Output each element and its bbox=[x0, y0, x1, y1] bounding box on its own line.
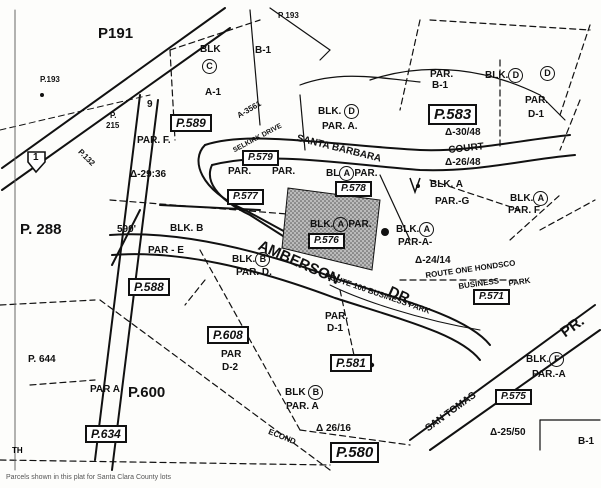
par-f-left: PAR. F. bbox=[137, 135, 171, 146]
par-d1b: D-1 bbox=[528, 109, 545, 120]
parcel-p581[interactable]: P.581 bbox=[330, 354, 372, 372]
caption: Parcels shown in this plat for Santa Cla… bbox=[6, 474, 171, 481]
parcel-p644: P. 644 bbox=[28, 354, 56, 365]
page-number: TH bbox=[12, 446, 23, 455]
parcel-p193-top: P 193 bbox=[278, 11, 299, 20]
parcel-p575[interactable]: P.575 bbox=[495, 389, 532, 405]
parcel-p580[interactable]: P.580 bbox=[330, 442, 380, 463]
par-f-right: PAR. F bbox=[508, 205, 541, 216]
parcel-p193: P.193 bbox=[40, 75, 60, 84]
blk-a-f: BLK.A bbox=[510, 191, 549, 206]
route-marker: 1 bbox=[33, 152, 39, 163]
par-b1b: B-1 bbox=[432, 80, 449, 91]
par-d1-low: PAR. bbox=[325, 311, 349, 322]
blk-d-mid: BLK. D bbox=[318, 104, 360, 119]
parcel-p215-a: P. bbox=[110, 111, 117, 120]
par-e: PAR - E bbox=[148, 245, 184, 256]
blk-c-label: BLK bbox=[200, 44, 221, 55]
blk-a-par-a: BLK.A bbox=[396, 222, 435, 237]
par-d2: PAR bbox=[221, 349, 242, 360]
par-g: PAR.-G bbox=[435, 196, 470, 207]
curve-c4: Δ-24/14 bbox=[415, 255, 451, 266]
blk-c-par: PAR. bbox=[228, 166, 252, 177]
par-a-right: PAR-A- bbox=[398, 237, 433, 248]
blk-b: BLK. B bbox=[170, 223, 204, 234]
b1-top: B-1 bbox=[255, 45, 272, 56]
par-a-b3: PAR. A bbox=[286, 401, 319, 412]
par-a-f: PAR.-A bbox=[532, 369, 566, 380]
b1-right: B-1 bbox=[578, 436, 595, 447]
parcel-p215-b: 215 bbox=[106, 121, 120, 130]
a1-top: A-1 bbox=[205, 87, 222, 98]
parcel-p608[interactable]: P.608 bbox=[207, 326, 249, 344]
blk-c-par2: PAR. bbox=[272, 166, 296, 177]
curve-c5: Δ 26/16 bbox=[316, 423, 351, 434]
blk-b3: BLK B bbox=[285, 385, 324, 400]
parcel-p571[interactable]: P.571 bbox=[473, 289, 510, 305]
par-b1: PAR. bbox=[430, 69, 454, 80]
parcel-p191: P191 bbox=[98, 25, 134, 42]
blk-b2: BLK.B bbox=[232, 252, 271, 267]
blk-a-g: BLK. A bbox=[430, 179, 463, 190]
curve-c7: 590' bbox=[117, 224, 137, 235]
parcel-p576[interactable]: P.576 bbox=[308, 233, 345, 249]
dot-label: 9 bbox=[147, 99, 153, 110]
par-d: PAR. D. bbox=[236, 267, 272, 278]
curve-c1: Δ-29:36 bbox=[130, 169, 167, 180]
par-d1: PAR. bbox=[525, 95, 549, 106]
par-d2b: D-2 bbox=[222, 362, 239, 373]
blk-f: BLK.F bbox=[526, 352, 565, 367]
curve-c2: Δ-30/48 bbox=[445, 127, 481, 138]
curve-c3: Δ-26/48 bbox=[445, 157, 481, 168]
parcel-r634[interactable]: P.634 bbox=[85, 425, 127, 443]
blk-d-right: BLK.D bbox=[485, 68, 524, 83]
par-a-low: PAR A bbox=[90, 384, 120, 395]
curve-c6: Δ-25/50 bbox=[490, 427, 526, 438]
blk-c-circle: C bbox=[202, 57, 217, 74]
par-d1b-low: D-1 bbox=[327, 323, 344, 334]
blk-d-far-right-circle: D bbox=[540, 64, 555, 81]
parcel-p288: P. 288 bbox=[20, 221, 62, 238]
route-shield-icon bbox=[27, 151, 46, 174]
parcel-p583[interactable]: P.583 bbox=[428, 104, 478, 125]
parcel-p579[interactable]: P.579 bbox=[242, 150, 279, 166]
parcel-p588[interactable]: P.588 bbox=[128, 278, 170, 296]
par-a-mid: PAR. A. bbox=[322, 121, 358, 132]
parcel-p577[interactable]: P.577 bbox=[227, 189, 264, 205]
parcel-p589[interactable]: P.589 bbox=[170, 114, 212, 132]
parcel-p600: P.600 bbox=[128, 384, 166, 401]
parcel-p578[interactable]: P.578 bbox=[335, 181, 372, 197]
